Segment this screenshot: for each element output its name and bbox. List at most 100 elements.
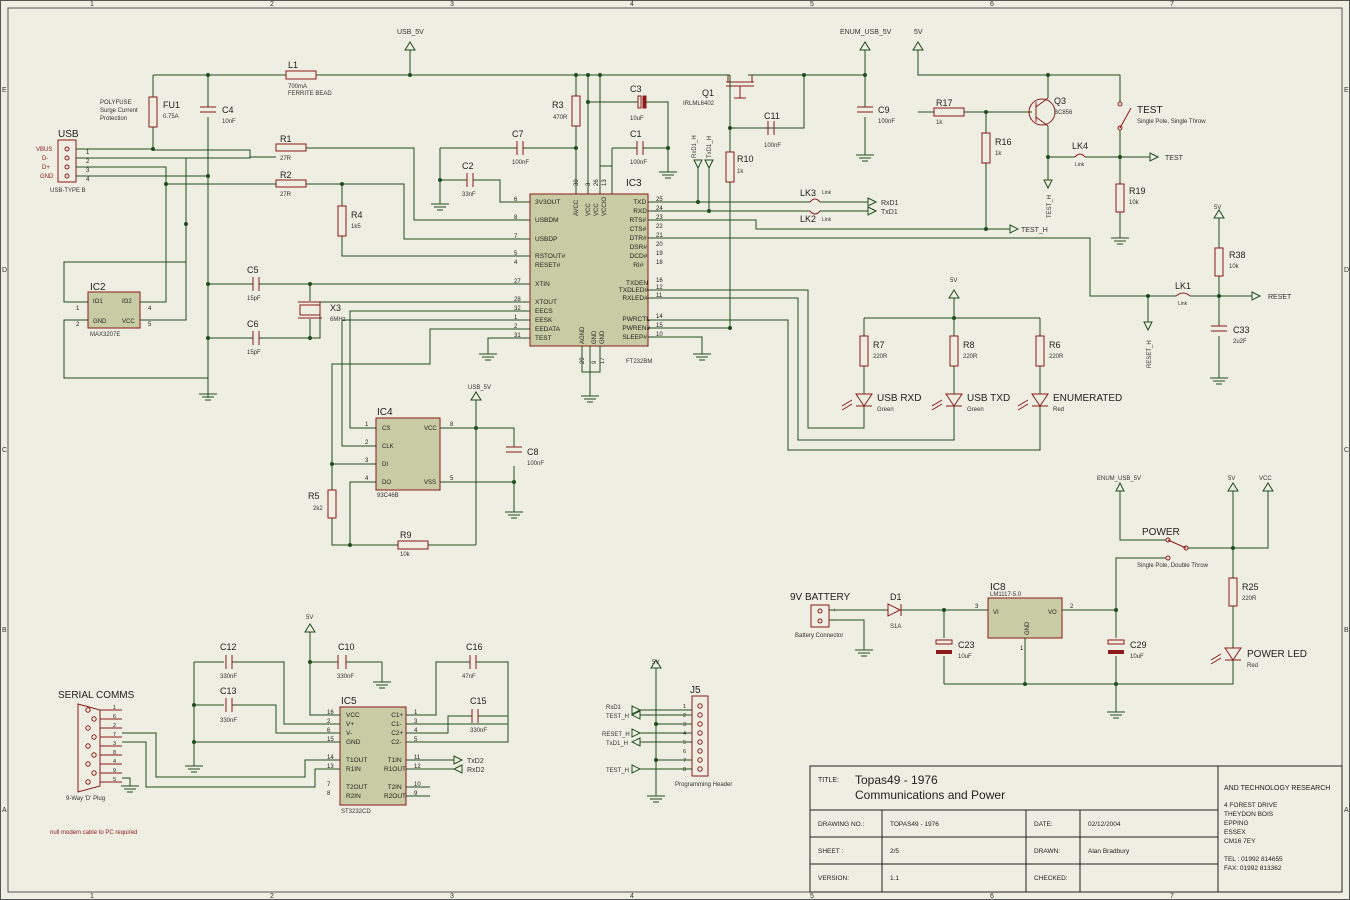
value-label: S1A — [890, 624, 901, 630]
pin-number: 5 — [450, 476, 454, 482]
value-label: 330nF — [220, 718, 237, 724]
value-label: Red — [1053, 407, 1064, 413]
dsub-pin — [91, 734, 97, 740]
pin-number: 1 — [86, 150, 90, 156]
value-label: 10k — [1129, 200, 1140, 206]
ref-label: C16 — [466, 642, 483, 652]
top-rail-wires — [152, 50, 867, 398]
value-label: 47nF — [462, 674, 476, 680]
net-label: TEST_H — [1021, 227, 1048, 234]
value-label: Link — [1178, 301, 1188, 307]
pin-label: D- — [42, 156, 48, 162]
pin-number: 1 — [1020, 646, 1024, 652]
pin-number: 24 — [656, 206, 663, 212]
lk2-link: LK2 Link TxD1 — [648, 206, 898, 224]
value-label: 10uF — [958, 654, 972, 660]
ref-label: LK3 — [800, 188, 816, 198]
net-label: ENUM_USB_5V — [1097, 476, 1141, 482]
net-label: 5V — [1228, 476, 1235, 482]
ref-label: R9 — [400, 530, 412, 540]
field-label: DATE: — [1034, 821, 1053, 828]
pin-number: 8 — [113, 750, 116, 756]
row-marker: A — [1344, 807, 1349, 814]
ref-label: C12 — [220, 642, 237, 652]
field-label: SHEET : — [818, 848, 843, 855]
pin-number: 4 — [86, 177, 90, 183]
net-label: VCC — [1259, 476, 1272, 482]
pin-label: VCC — [424, 426, 437, 432]
pin-label: V- — [346, 730, 352, 737]
ref-label: IC2 — [90, 282, 106, 293]
ref-label: LK1 — [1175, 281, 1191, 291]
ic3-grounds — [479, 336, 711, 403]
net-label: RESET_H — [602, 732, 630, 738]
pin-number: 5 — [414, 737, 418, 743]
test-switch: TEST Single Pole, Single Throw R19 10k — [1048, 74, 1206, 245]
row-marker: B — [1344, 627, 1349, 634]
col-marker: 5 — [810, 893, 814, 900]
pin-number: 2 — [76, 322, 80, 328]
pin-label: IO1 — [93, 299, 103, 305]
pin-label: CTS# — [630, 226, 647, 233]
ref-label: R16 — [995, 137, 1012, 147]
border-row-markers: E D C B A E D C B A — [2, 87, 1349, 814]
col-marker: 6 — [990, 893, 994, 900]
row-marker: D — [2, 267, 7, 274]
field-label: DRAWING NO.: — [818, 821, 865, 828]
value-label: 470R — [553, 115, 568, 121]
c8-capacitor: C8 100nF — [506, 446, 544, 467]
ref-label: FU1 — [163, 100, 180, 110]
ref-label: R7 — [873, 340, 885, 350]
value-label: Link — [822, 217, 832, 223]
c11-capacitor: C11 100nF — [764, 111, 781, 149]
net-label: TxD1_H — [606, 741, 628, 747]
pin-number: 1 — [414, 710, 418, 716]
ic2-max3207e: IC2 IO1 IO2 GND VCC 1 4 2 5 MAX3207E — [63, 261, 208, 379]
col-marker: 5 — [810, 1, 814, 8]
d1-diode: D1 S1A — [887, 592, 988, 630]
col-marker: 7 — [1170, 893, 1174, 900]
pin-label: GND — [93, 319, 107, 325]
value-label: 2u2F — [1233, 339, 1247, 345]
cable-note: null modem cable to PC required — [50, 830, 137, 836]
net-label: 5V — [950, 278, 957, 284]
ref-label: C1 — [630, 129, 642, 139]
address-line: 4 FOREST DRIVE — [1224, 802, 1278, 809]
pin-label: PWREN# — [622, 325, 650, 332]
pin-number: 15 — [327, 737, 334, 743]
value-label: BC856 — [1054, 110, 1073, 116]
pin-label: RESET# — [535, 262, 561, 269]
pin-number: 7 — [683, 758, 686, 764]
ref-label: R8 — [963, 340, 975, 350]
c15-capacitor: C15 330nF — [470, 696, 487, 734]
value-label: 100nF — [878, 119, 895, 125]
ground-left — [199, 338, 217, 401]
pin-label: D+ — [42, 165, 50, 171]
ref-label: R4 — [351, 210, 363, 220]
pin-number: 13 — [602, 179, 608, 186]
pin-label: EECS — [535, 308, 553, 315]
row-marker: E — [1344, 87, 1349, 94]
ref-label: C9 — [878, 105, 890, 115]
net-label: RxD1 — [606, 705, 622, 711]
title-block: TITLE: Topas49 - 1976 Communications and… — [809, 765, 1343, 893]
q1-mosfet: Q1 IRLML6402 — [683, 73, 806, 152]
pin-label: R2IN — [346, 793, 361, 800]
ref-label: 9V BATTERY — [790, 592, 851, 603]
value-label: 1k — [995, 151, 1002, 157]
pin-number: 16 — [327, 710, 334, 716]
ic3-ft232bm: IC3 FT232BM 3V3OUT6USBDM8USBDP7RSTOUT#5R… — [514, 178, 663, 365]
ref-label: USB TXD — [967, 393, 1010, 404]
value-label: 330nF — [470, 728, 487, 734]
net-usb-5v-top: USB_5V — [397, 29, 424, 51]
ref-label: L1 — [288, 60, 298, 70]
ref-label: J5 — [690, 685, 701, 696]
r10-resistor: R10 1k — [648, 151, 754, 330]
ref-label: R25 — [1242, 582, 1259, 592]
col-marker: 7 — [1170, 1, 1174, 8]
dsub-pin — [91, 716, 97, 722]
